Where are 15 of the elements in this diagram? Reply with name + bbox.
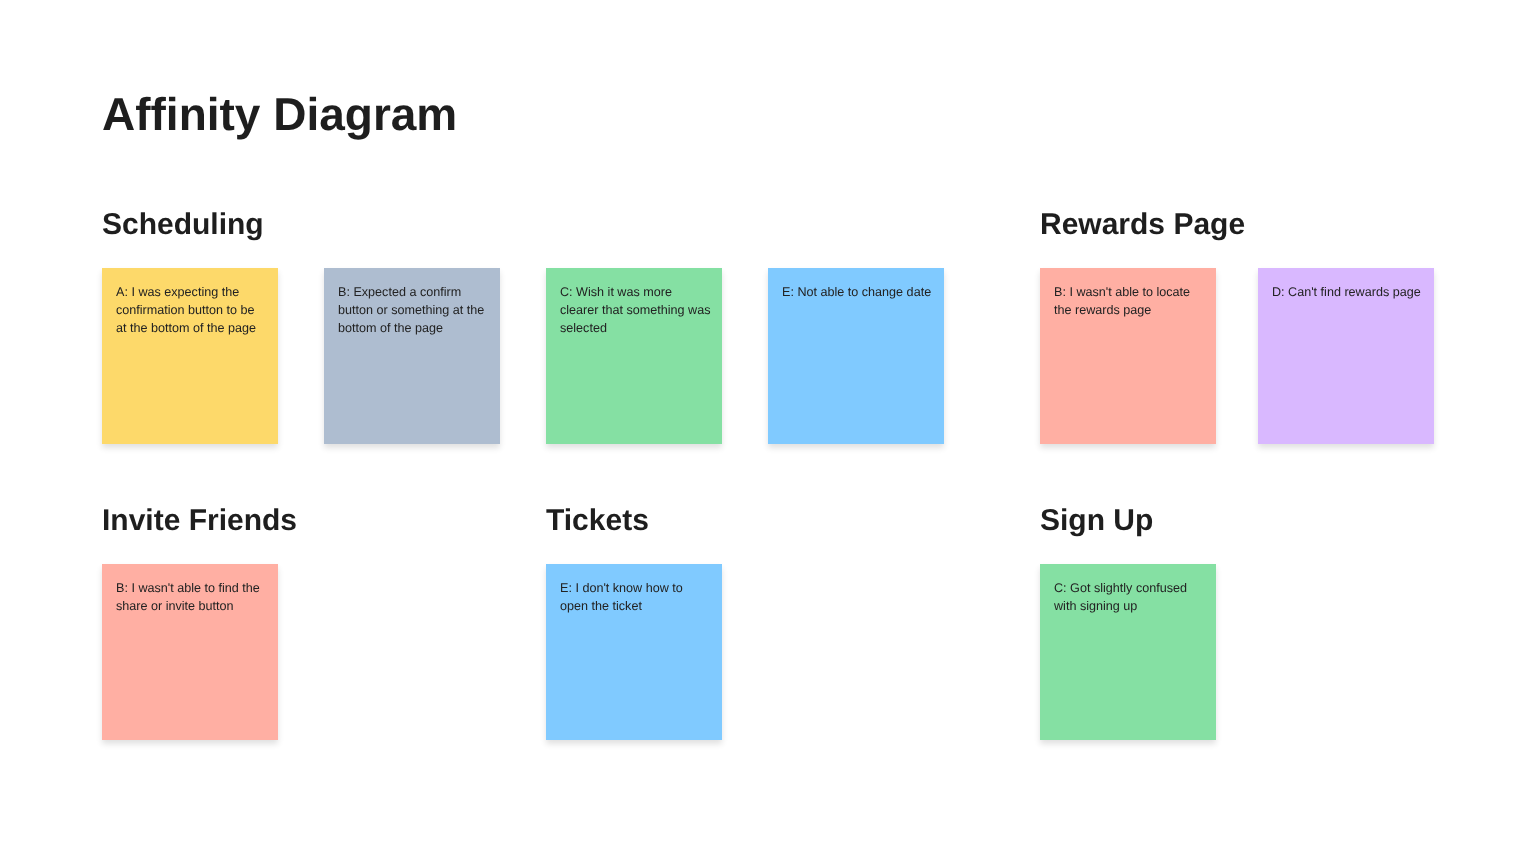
sticky-note xyxy=(102,564,278,740)
group-heading: Invite Friends xyxy=(102,504,298,538)
sticky-note xyxy=(1258,268,1434,444)
group-heading: Sign Up xyxy=(1040,504,1154,538)
sticky-note xyxy=(768,268,944,444)
sticky-note xyxy=(324,268,500,444)
diagram-title: Affinity Diagram xyxy=(102,88,458,142)
sticky-note xyxy=(546,564,722,740)
sticky-note xyxy=(1040,268,1216,444)
sticky-note xyxy=(102,268,278,444)
sticky-note xyxy=(1040,564,1216,740)
group-heading: Scheduling xyxy=(102,208,264,242)
group-heading: Rewards Page xyxy=(1040,208,1246,242)
group-heading: Tickets xyxy=(546,504,649,538)
sticky-note xyxy=(546,268,722,444)
